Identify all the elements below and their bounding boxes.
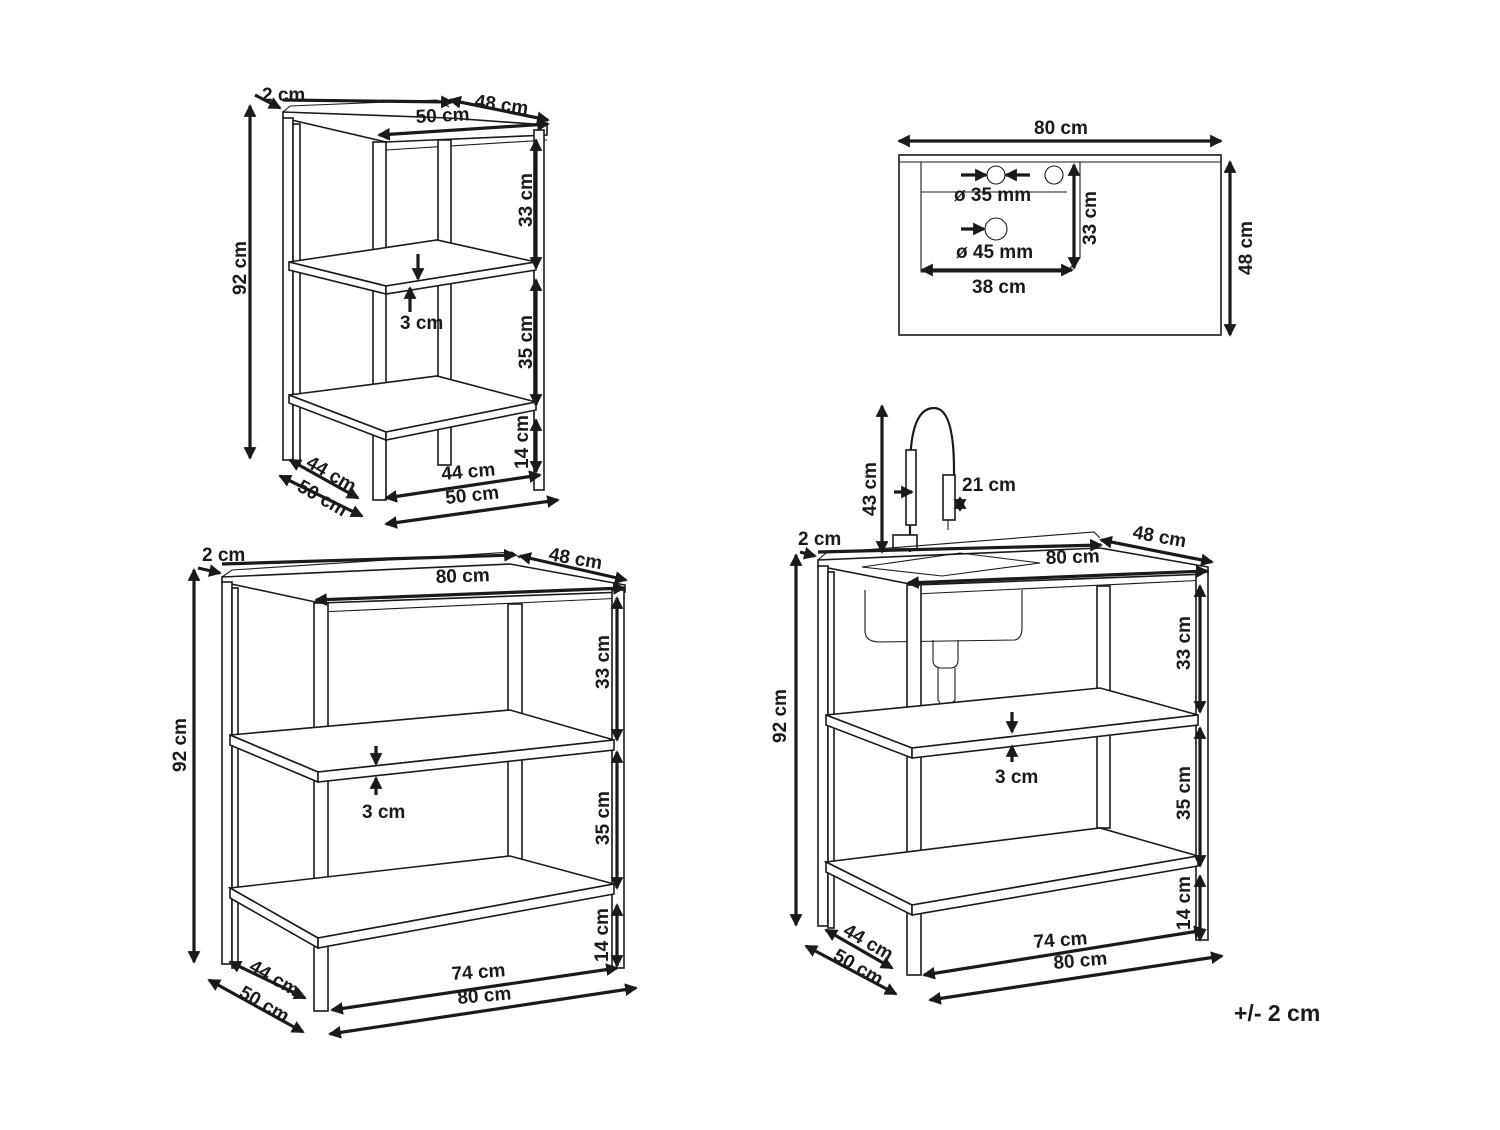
dimension-arrow — [448, 95, 550, 125]
shelf-small-bottom-shelf — [288, 375, 537, 433]
sink-top-hole-large-label: ø 45 mm — [956, 242, 1033, 263]
dimension-arrow — [799, 547, 817, 560]
dimension-arrow — [518, 552, 628, 584]
sink-top-width-label: 80 cm — [1034, 118, 1088, 139]
dimension-arrow — [906, 565, 1209, 589]
shelf-small-height-label: 92 cm — [230, 241, 251, 295]
dimension-arrow — [384, 470, 542, 503]
sink-unit-gap-upper-label: 33 cm — [1174, 616, 1195, 670]
dimension-arrow — [384, 495, 560, 529]
sink-top-view-drawing — [898, 154, 1222, 336]
shelf-large-width-top-label: 80 cm — [435, 565, 490, 588]
shelf-large-inner-width-label: 74 cm — [451, 960, 506, 985]
shelf-small-width-top-label: 50 cm — [415, 104, 470, 128]
sink-unit-outer-width-label: 80 cm — [1053, 948, 1109, 974]
sink-unit-faucet-height-label: 43 cm — [860, 462, 881, 516]
sink-unit-faucet-spout-label: 21 cm — [962, 475, 1016, 496]
sink-top-basin-width-label: 38 cm — [972, 277, 1026, 298]
sink-unit-foot-label: 14 cm — [1174, 876, 1195, 930]
hole-extra-circle — [1044, 165, 1064, 185]
dimension-arrow — [254, 93, 282, 110]
shelf-small-depth-top-label: 48 cm — [473, 91, 529, 119]
shelf-large-outer-width-label: 80 cm — [457, 983, 513, 1009]
dimension-arrow — [328, 983, 638, 1039]
sink-unit-top-edge-label: 2 cm — [798, 529, 841, 550]
shelf-small-drawing — [282, 99, 548, 501]
shelf-small-outer-width-label: 50 cm — [444, 482, 500, 509]
sink-basin-body — [864, 590, 1023, 643]
shelf-large-top-edge-label: 2 cm — [202, 545, 245, 566]
dimension-arrow — [278, 474, 364, 518]
dimension-arrow — [817, 538, 1103, 554]
sink-top-depth-label: 48 cm — [1236, 221, 1257, 275]
shelf-large-foot-label: 14 cm — [592, 908, 613, 962]
dimension-arrow — [1099, 535, 1214, 567]
shelf-large-shelf-lip-label: 3 cm — [362, 802, 405, 823]
dimension-arrow — [314, 582, 626, 606]
shelf-small-shelf-lip-label: 3 cm — [400, 313, 443, 334]
sink-unit-width-top-label: 80 cm — [1045, 546, 1100, 569]
sink-unit-height-label: 92 cm — [770, 689, 791, 743]
shelf-large-gap-upper-label: 33 cm — [593, 635, 614, 689]
shelf-large-drawing — [221, 551, 626, 1012]
shelf-large-gap-lower-label: 35 cm — [593, 791, 614, 845]
countertop-outline — [898, 154, 1222, 336]
sink-top-basin-depth-label: 33 cm — [1080, 191, 1101, 245]
sink-unit-inner-width-label: 74 cm — [1033, 928, 1088, 953]
dimension-arrow — [377, 118, 550, 141]
dimension-arrow — [197, 564, 222, 577]
dimension-arrow — [221, 548, 517, 566]
dimension-lines — [187, 93, 1237, 1039]
sink-unit-shelf-lip-label: 3 cm — [995, 767, 1038, 788]
sink-unit-gap-lower-label: 35 cm — [1174, 766, 1195, 820]
tolerance-note: +/- 2 cm — [1234, 1000, 1320, 1026]
dimension-arrow — [804, 944, 898, 996]
sink-top-hole-small-label: ø 35 mm — [954, 185, 1031, 206]
dimension-arrow — [207, 978, 305, 1034]
shelf-small-gap-lower-label: 35 cm — [516, 315, 537, 369]
shelf-large-height-label: 92 cm — [170, 718, 191, 772]
dimension-arrow — [928, 951, 1224, 1005]
shelf-small-inner-width-label: 44 cm — [441, 459, 497, 485]
dimension-arrow — [282, 95, 454, 109]
shelf-large-depth-top-label: 48 cm — [547, 544, 604, 574]
shelf-small-gap-upper-label: 33 cm — [516, 173, 537, 227]
faucet — [908, 406, 956, 552]
shelf-small-top-edge-label: 2 cm — [262, 85, 305, 106]
shelf-small-foot-label: 14 cm — [512, 415, 533, 469]
